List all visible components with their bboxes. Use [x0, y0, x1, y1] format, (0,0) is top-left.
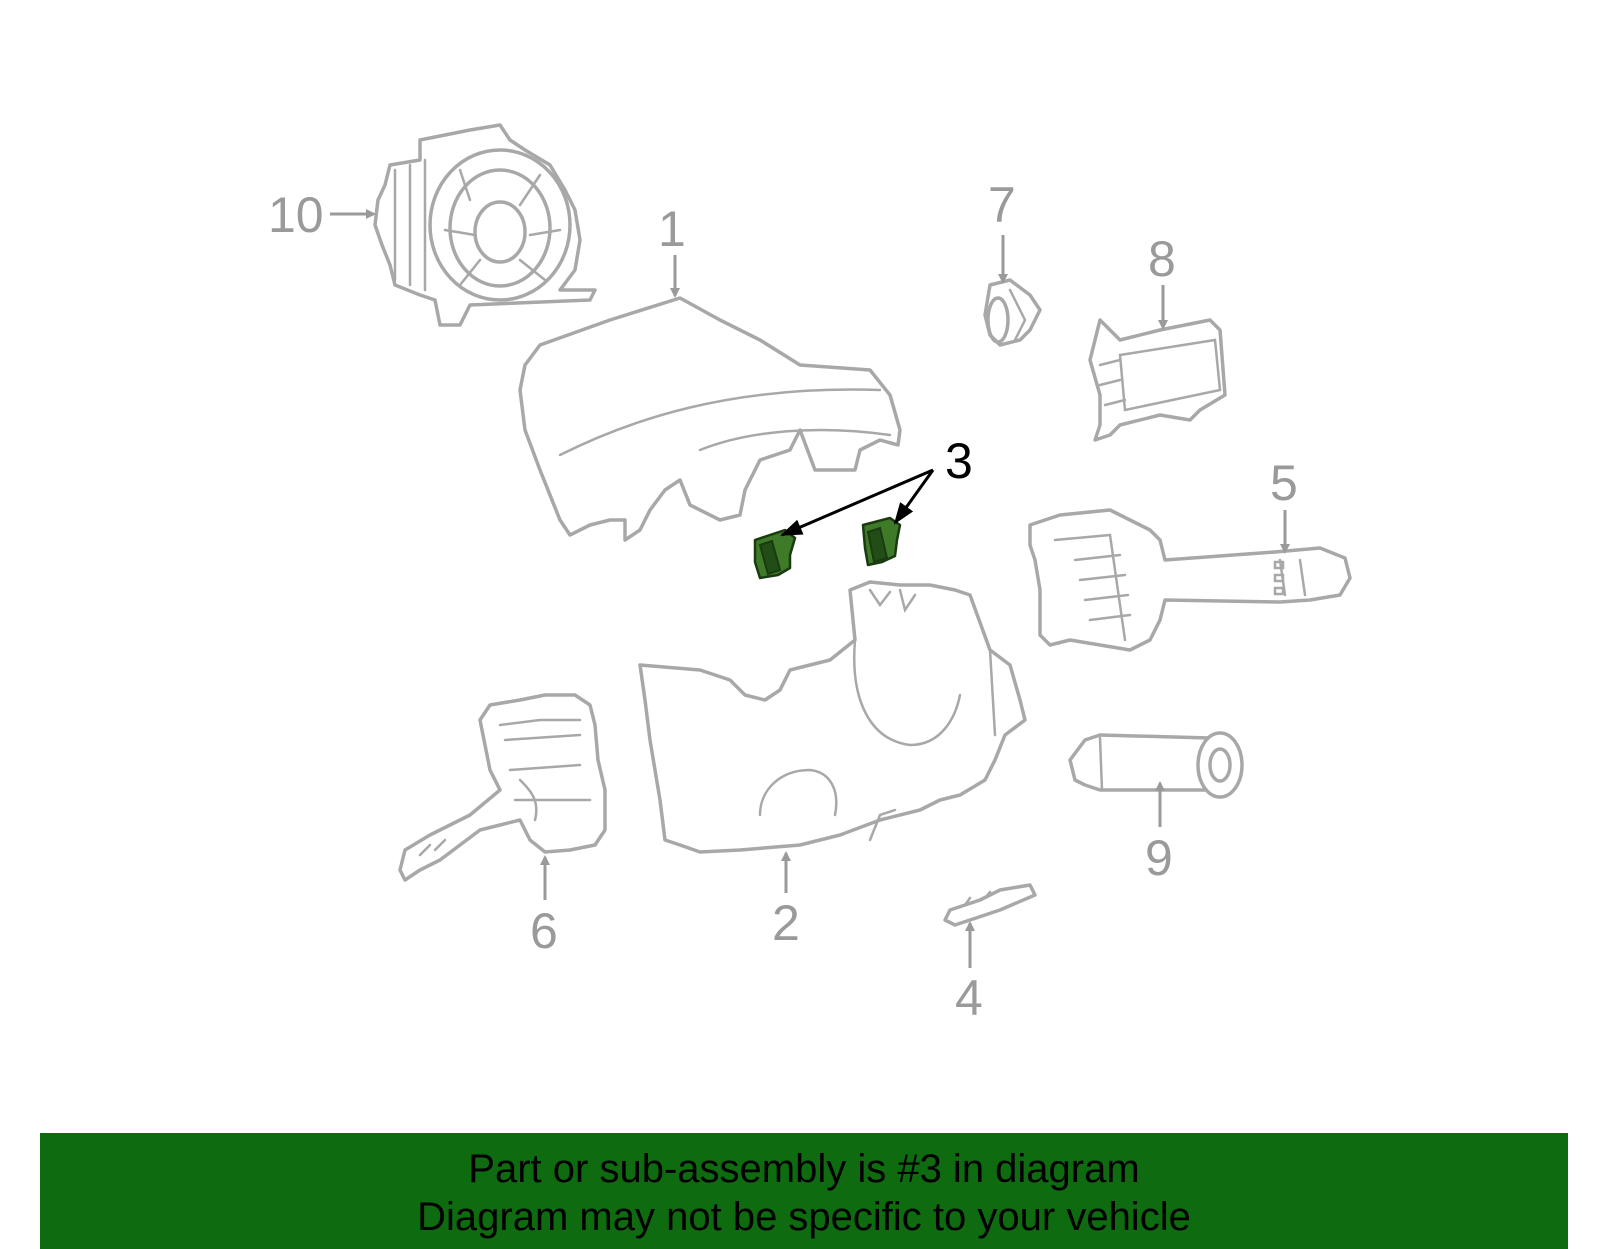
- part-7-switch: [983, 278, 1042, 347]
- callout-2: 2: [772, 895, 800, 951]
- banner-line-1: Part or sub-assembly is #3 in diagram: [468, 1147, 1140, 1191]
- callout-1: 1: [658, 201, 686, 257]
- part-1-upper-cover: [518, 296, 902, 542]
- callout-8: 8: [1148, 231, 1176, 287]
- part-5-wiper-switch: [1028, 508, 1352, 652]
- callout-4: 4: [955, 970, 983, 1026]
- part-3-clips: [753, 516, 902, 580]
- info-banner: Part or sub-assembly is #3 in diagram Di…: [40, 1133, 1568, 1249]
- callout-10: 10: [268, 187, 324, 243]
- part-8-module: [1088, 318, 1227, 442]
- part-2-lower-cover: [638, 580, 1027, 854]
- clip-left: [753, 528, 797, 580]
- callout-3: 3: [945, 433, 973, 489]
- callout-6: 6: [530, 903, 558, 959]
- part-4-bracket: [943, 883, 1037, 927]
- banner-line-2: Diagram may not be specific to your vehi…: [417, 1195, 1191, 1239]
- callout-5: 5: [1270, 455, 1298, 511]
- part-6-turn-switch: [398, 693, 607, 882]
- callout-9: 9: [1145, 830, 1173, 886]
- part-10-clock-spring: [373, 123, 597, 327]
- part-9-ignition-cylinder: [1068, 731, 1244, 799]
- clip-right: [861, 516, 902, 567]
- callout-7: 7: [988, 177, 1016, 233]
- callout-labels: 10 1 7 8 3 5 6 2 4 9: [268, 177, 1298, 1026]
- leader-lines: [330, 209, 1290, 968]
- leader-lines-active: [780, 468, 935, 537]
